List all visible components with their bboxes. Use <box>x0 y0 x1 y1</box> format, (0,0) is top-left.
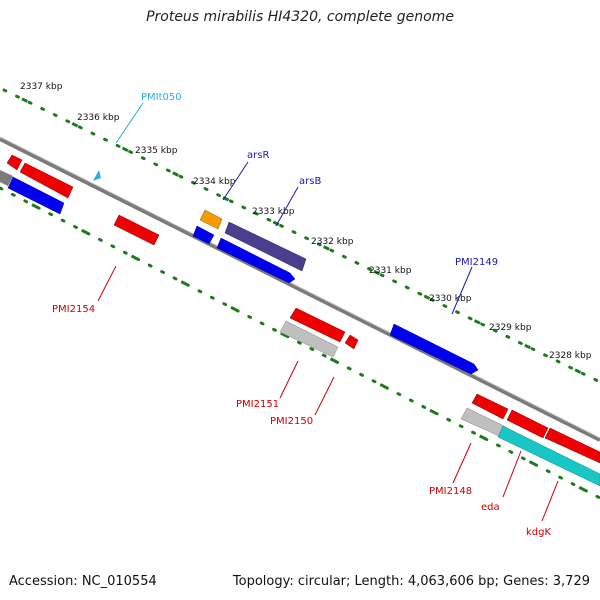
genome-backbone <box>0 137 600 442</box>
gene-forward-blue-3[interactable] <box>7 176 65 215</box>
gene-reverse-right-3[interactable] <box>544 427 600 464</box>
gene-reverse-right-2[interactable] <box>506 409 549 439</box>
tick-label-2337: 2337 kbp <box>20 82 63 92</box>
gene-reverse-small-mid[interactable] <box>344 334 359 350</box>
label-PMI2149: PMI2149 <box>455 257 498 268</box>
gene-PMI2149[interactable] <box>389 323 479 375</box>
tick-label-2331: 2331 kbp <box>369 266 412 276</box>
tick-label-2329: 2329 kbp <box>489 323 532 333</box>
gene-arsB[interactable] <box>224 221 307 272</box>
label-PMI2154: PMI2154 <box>52 304 95 315</box>
tick-label-2335: 2335 kbp <box>135 146 178 156</box>
leader-PMI2154 <box>97 265 117 302</box>
outer-ruler: 2337 kbp 2336 kbp 2335 kbp 2334 kbp 2333… <box>2 82 600 384</box>
gene-arsR[interactable] <box>199 209 223 230</box>
leader-eda <box>502 450 522 498</box>
leader-PMI2149 <box>451 266 473 315</box>
leader-PMI2150 <box>314 376 335 416</box>
genome-stats-text: Topology: circular; Length: 4,063,606 bp… <box>232 574 590 589</box>
label-PMI2148: PMI2148 <box>429 486 472 497</box>
leader-kdgK <box>541 480 559 522</box>
map-title: Proteus mirabilis HI4320, complete genom… <box>146 9 454 25</box>
gene-PMI2151[interactable] <box>289 307 346 343</box>
gene-forward-blue-1[interactable] <box>192 225 215 245</box>
gene-reverse-right-1[interactable] <box>471 393 509 420</box>
outer-ruler-dots <box>2 88 600 384</box>
label-PMI2151: PMI2151 <box>236 399 279 410</box>
gene-PMI2150[interactable] <box>279 320 339 358</box>
label-kdgK: kdgK <box>526 527 551 538</box>
tick-label-2334: 2334 kbp <box>193 177 236 187</box>
tick-label-2328: 2328 kbp <box>549 351 592 361</box>
leader-lines <box>97 102 559 522</box>
label-PMI2150: PMI2150 <box>270 416 313 427</box>
gene-reverse-left-small[interactable] <box>6 154 23 171</box>
trna-PMIt050[interactable] <box>93 170 101 181</box>
label-arsB: arsB <box>299 176 321 187</box>
label-PMIt050: PMIt050 <box>141 92 182 103</box>
inner-ruler <box>0 186 600 500</box>
accession-text: Accession: NC_010554 <box>9 574 157 589</box>
tick-label-2336: 2336 kbp <box>77 113 120 123</box>
label-eda: eda <box>481 502 500 513</box>
leader-PMI2151 <box>279 360 299 399</box>
gene-hypothetical-left[interactable] <box>0 170 13 186</box>
leader-PMIt050 <box>115 102 144 144</box>
tick-label-2330: 2330 kbp <box>429 294 472 304</box>
label-arsR: arsR <box>247 150 269 161</box>
gene-kdgK[interactable] <box>497 425 600 487</box>
inner-ruler-dots <box>0 186 600 500</box>
gene-forward-blue-2[interactable] <box>216 237 296 284</box>
leader-arsR <box>222 161 249 201</box>
tick-label-2333: 2333 kbp <box>252 207 295 217</box>
gene-reverse-left-long[interactable] <box>19 162 74 199</box>
gene-PMI2148[interactable] <box>460 407 505 437</box>
leader-PMI2148 <box>452 442 472 484</box>
tick-label-2332: 2332 kbp <box>311 237 354 247</box>
gene-PMI2154[interactable] <box>113 214 160 246</box>
genome-backbone-highlight <box>0 136 600 439</box>
leader-arsB <box>275 186 299 227</box>
